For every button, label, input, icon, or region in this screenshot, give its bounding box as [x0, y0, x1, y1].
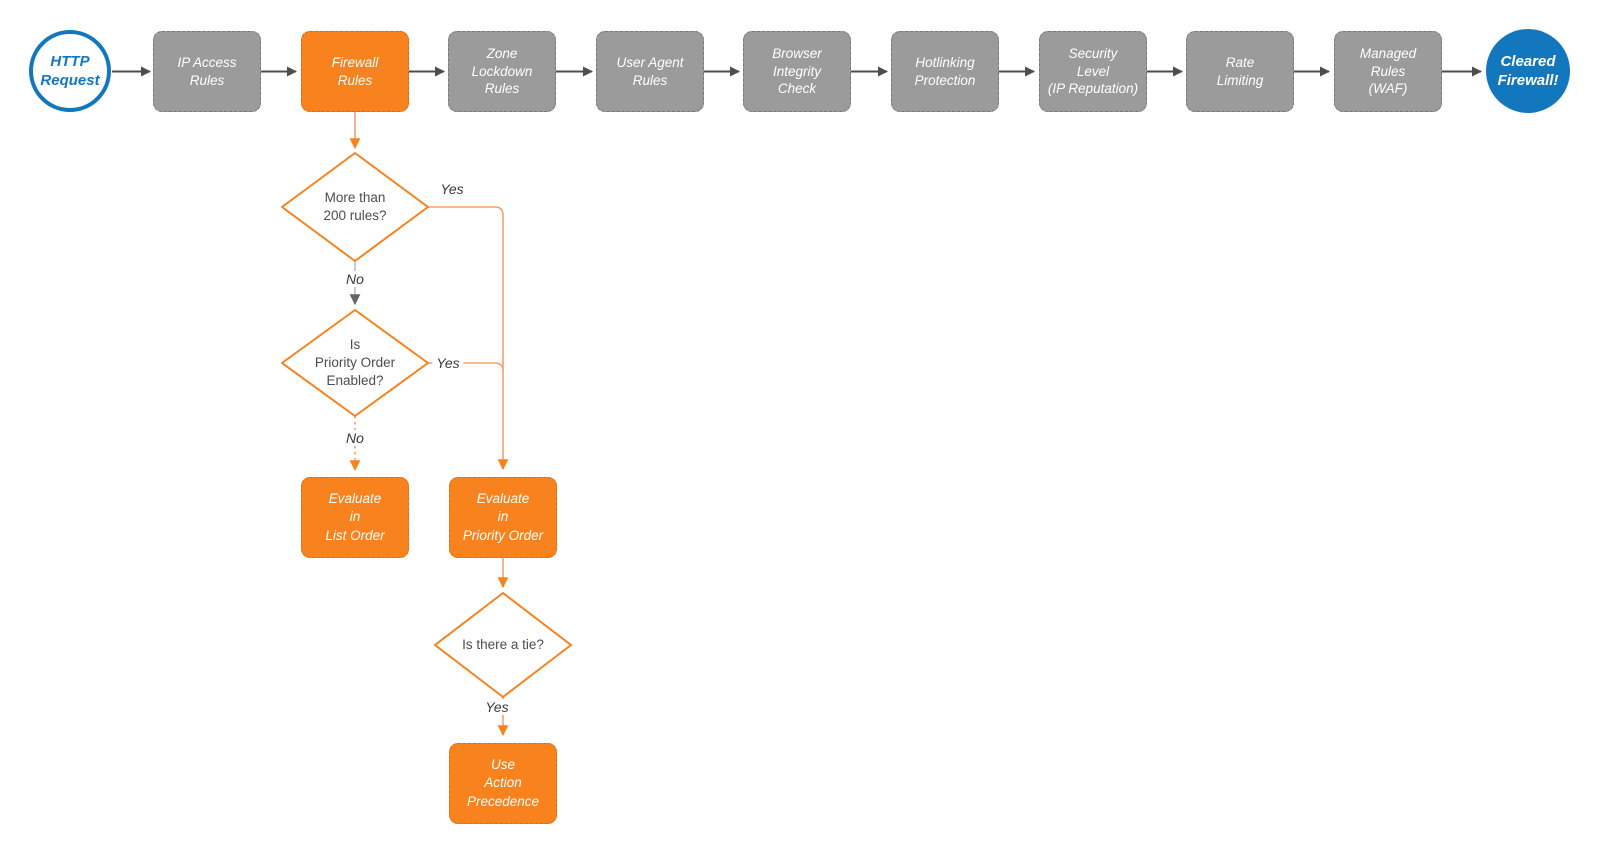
- step-hotlinking-protection: Hotlinking Protection: [891, 31, 999, 112]
- decision-is-there-a-tie: Is there a tie?: [433, 591, 573, 699]
- step-label: Rate Limiting: [1216, 54, 1264, 88]
- edge-label-yes-priority-enabled: Yes: [432, 355, 464, 371]
- diamond-shape: [281, 152, 429, 262]
- step-label: User Agent Rules: [616, 54, 684, 88]
- step-label: IP Access Rules: [177, 54, 237, 88]
- action-use-action-precedence: Use Action Precedence: [449, 743, 557, 824]
- edge-label-no-200-rules: No: [342, 271, 368, 287]
- edge-yes-priority-enabled-merge: [428, 362, 504, 372]
- action-evaluate-list-order: Evaluate in List Order: [301, 477, 409, 558]
- decision-question: Is there a tie?: [462, 636, 544, 652]
- step-managed-rules-waf: Managed Rules (WAF): [1334, 31, 1442, 112]
- step-user-agent-rules: User Agent Rules: [596, 31, 704, 112]
- step-rate-limiting: Rate Limiting: [1186, 31, 1294, 112]
- edge-label-yes-200-rules: Yes: [436, 181, 468, 197]
- action-label: Evaluate in List Order: [325, 491, 385, 543]
- step-label: Firewall Rules: [331, 54, 379, 88]
- step-label: Zone Lockdown Rules: [471, 45, 533, 97]
- step-ip-access-rules: IP Access Rules: [153, 31, 261, 112]
- start-node-label: HTTP Request: [40, 52, 100, 90]
- decision-priority-order-enabled: Is Priority Order Enabled?: [280, 308, 430, 418]
- step-label: Security Level (IP Reputation): [1047, 45, 1139, 97]
- start-node-http-request: HTTP Request: [29, 30, 111, 112]
- action-evaluate-priority-order: Evaluate in Priority Order: [449, 477, 557, 558]
- step-firewall-rules: Firewall Rules: [301, 31, 409, 112]
- action-label: Evaluate in Priority Order: [462, 491, 544, 543]
- edge-label-yes-tie: Yes: [481, 699, 513, 715]
- action-label: Use Action Precedence: [466, 757, 540, 809]
- edge-label-no-priority-enabled: No: [342, 430, 368, 446]
- decision-more-than-200-rules: More than 200 rules?: [280, 151, 430, 263]
- decision-question: More than 200 rules?: [323, 189, 387, 223]
- step-label: Hotlinking Protection: [914, 54, 976, 88]
- edge-yes-to-evaluate-priority-order: [428, 206, 509, 471]
- end-node-label: Cleared Firewall!: [1497, 52, 1559, 90]
- diamond-shape: [434, 592, 572, 698]
- step-label: Browser Integrity Check: [772, 45, 822, 97]
- step-zone-lockdown-rules: Zone Lockdown Rules: [448, 31, 556, 112]
- step-label: Managed Rules (WAF): [1359, 45, 1417, 97]
- diamond-shape: [281, 309, 429, 417]
- step-browser-integrity-check: Browser Integrity Check: [743, 31, 851, 112]
- step-security-level: Security Level (IP Reputation): [1039, 31, 1147, 112]
- decision-question: Is Priority Order Enabled?: [314, 336, 396, 389]
- end-node-cleared-firewall: Cleared Firewall!: [1486, 29, 1570, 113]
